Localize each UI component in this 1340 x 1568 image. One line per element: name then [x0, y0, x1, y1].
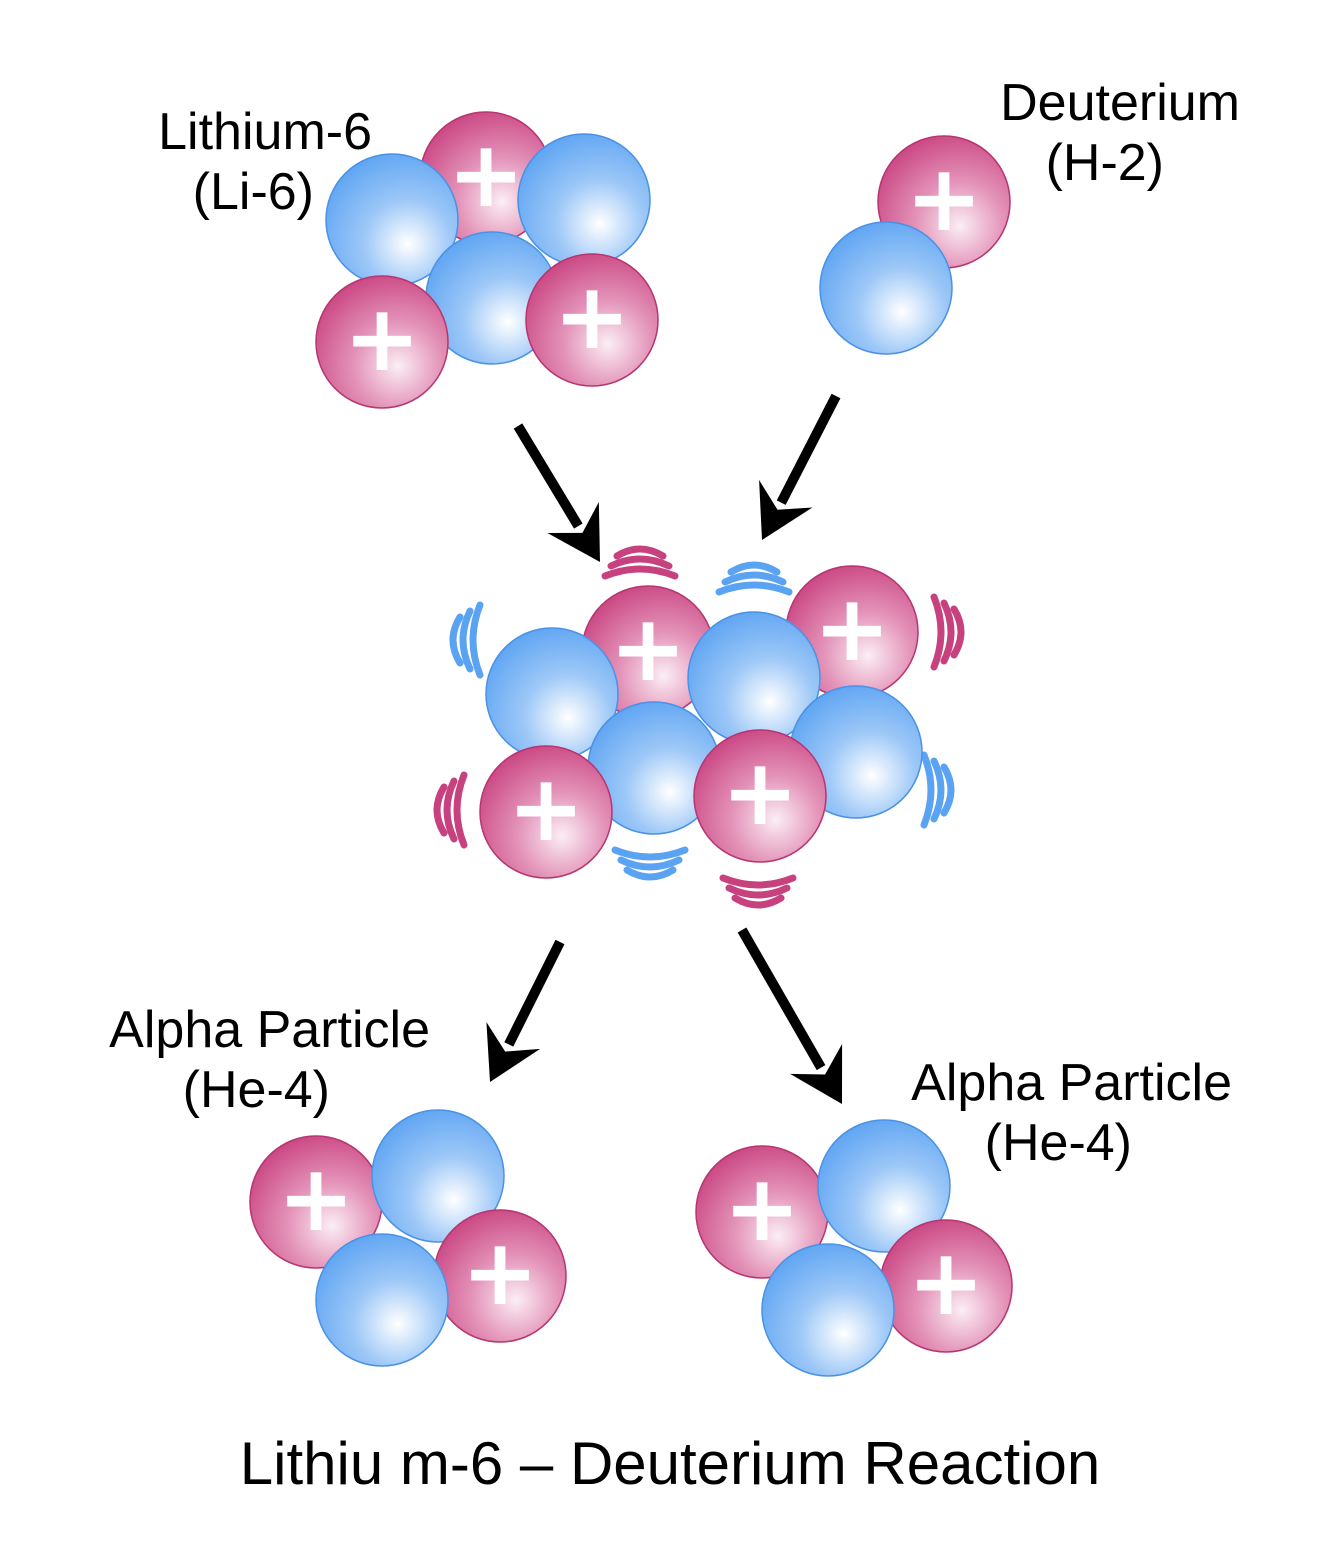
vibration-arc: [449, 613, 464, 667]
vibration-arc: [613, 545, 667, 560]
vibration-arc: [715, 581, 793, 596]
vibration-arc: [940, 763, 955, 817]
proton-icon: +: [695, 1145, 829, 1279]
neutron-icon: [315, 1233, 449, 1367]
alpha-left-label-name: Alpha Particle: [109, 1001, 430, 1059]
proton-plus-sign: +: [507, 755, 584, 862]
arrow-icon: [486, 939, 565, 1082]
vibration-arc: [920, 751, 935, 829]
proton-plus-sign: +: [553, 263, 630, 370]
proton-plus-sign: +: [461, 1219, 538, 1326]
neutron-icon: [517, 133, 651, 267]
vibration-arc: [727, 561, 781, 576]
vibration-marks: [433, 545, 965, 909]
proton-plus-sign: +: [447, 121, 524, 228]
vibration-arc: [469, 601, 484, 679]
proton-plus-sign: +: [907, 1229, 984, 1336]
arrow-icon: [513, 423, 600, 562]
deuterium-label-name: Deuterium: [1000, 74, 1240, 132]
proton-icon: +: [479, 745, 613, 879]
neutron-icon: [817, 1119, 951, 1253]
vibration-arc: [930, 593, 945, 671]
vibration-arc: [725, 884, 791, 899]
alpha-particle-left-label: Alpha Particle (He-4): [50, 1000, 430, 1120]
deuterium-label-symbol: (H-2): [1045, 134, 1164, 192]
lithium-label: Lithium-6 (Li-6): [112, 102, 372, 222]
vibration-arc: [623, 866, 677, 881]
proton-plus-sign: +: [813, 575, 890, 682]
lithium-6-nucleus: + + +: [315, 111, 659, 409]
lithium-label-symbol: (Li-6): [192, 163, 314, 221]
alpha-left-label-symbol: (He-4): [182, 1061, 330, 1119]
vibration-arc: [601, 565, 679, 580]
proton-plus-sign: +: [343, 285, 420, 392]
vibration-arc: [617, 856, 683, 871]
alpha-particle-right-label: Alpha Particle (He-4): [852, 1053, 1232, 1173]
vibration-arc: [443, 777, 458, 843]
compound-nucleus: ++++: [479, 565, 923, 879]
proton-plus-sign: +: [609, 595, 686, 702]
vibration-arc: [719, 874, 797, 889]
vibration-arc: [731, 894, 785, 909]
proton-plus-sign: +: [277, 1145, 354, 1252]
arrow-icon: [737, 927, 843, 1104]
neutron-icon: [819, 221, 953, 355]
proton-icon: +: [525, 253, 659, 387]
lithium-label-name: Lithium-6: [158, 103, 372, 161]
neutron-icon: [761, 1243, 895, 1377]
alpha-particle-left-nucleus: ++: [249, 1109, 567, 1367]
diagram-title: Lithiu m-6 – Deuterium Reaction: [239, 1430, 1101, 1497]
vibration-arc: [453, 771, 468, 849]
proton-icon: +: [315, 275, 449, 409]
proton-icon: +: [433, 1209, 567, 1343]
deuterium-label: Deuterium (H-2): [950, 73, 1240, 193]
reaction-arrows: [486, 393, 843, 1104]
proton-plus-sign: +: [723, 1155, 800, 1262]
vibration-arc: [950, 605, 965, 659]
vibration-arc: [611, 846, 689, 861]
proton-icon: +: [693, 729, 827, 863]
proton-plus-sign: +: [721, 739, 798, 846]
alpha-particle-right-nucleus: ++: [695, 1119, 1013, 1377]
deuterium-nucleus: +: [819, 135, 1011, 355]
vibration-arc: [433, 783, 448, 837]
vibration-arc: [930, 757, 945, 823]
proton-icon: +: [249, 1135, 383, 1269]
vibration-arc: [940, 599, 955, 665]
proton-icon: +: [879, 1219, 1013, 1353]
arrow-icon: [759, 393, 841, 540]
vibration-arc: [607, 555, 673, 570]
neutron-icon: [371, 1109, 505, 1243]
vibration-arc: [459, 607, 474, 673]
alpha-right-label-symbol: (He-4): [984, 1114, 1132, 1172]
vibration-arc: [721, 571, 787, 586]
alpha-right-label-name: Alpha Particle: [911, 1054, 1232, 1112]
